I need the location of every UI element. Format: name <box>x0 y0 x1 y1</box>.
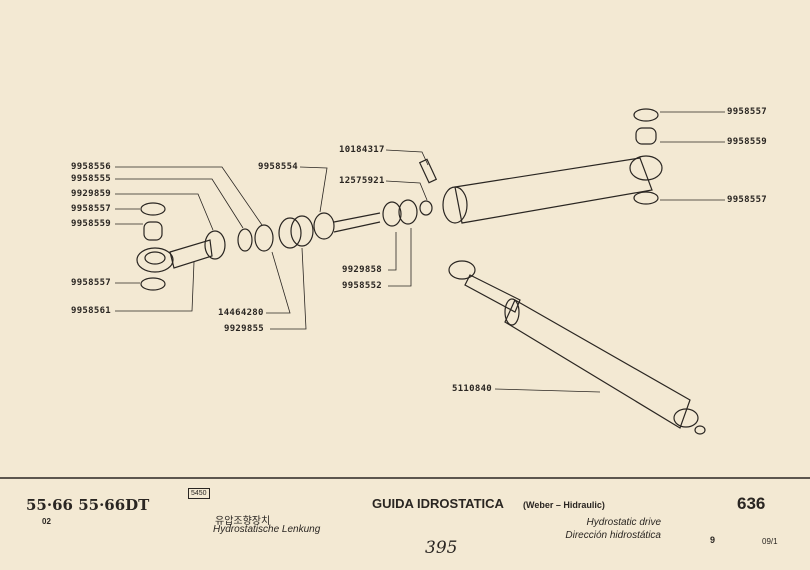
page-subtitle: (Weber – Hidraulic) <box>523 500 605 510</box>
model-names: 55·66 55·66DT <box>26 496 150 514</box>
issue-date: 09/1 <box>762 537 778 546</box>
part-number: 14464280 <box>218 308 264 318</box>
title-spanish: Dirección hidrostática <box>565 530 661 541</box>
part-number: 10184317 <box>339 145 385 155</box>
part-number: 12575921 <box>339 176 385 186</box>
title-english: Hydrostatic drive <box>586 517 661 528</box>
assembled-cylinder <box>448 260 706 435</box>
part-number: 9929855 <box>224 324 265 334</box>
part-number: 9958557 <box>727 107 768 117</box>
part-number: 9958557 <box>71 204 112 214</box>
part-number: 9958557 <box>727 195 768 205</box>
title-german: Hydrostatische Lenkung <box>213 524 321 535</box>
section-number: 9 <box>710 535 716 545</box>
part-number: 9958557 <box>71 278 112 288</box>
handwritten-number: 395 <box>425 538 458 558</box>
part-number: 9958559 <box>71 219 112 229</box>
part-number: 9958556 <box>71 162 112 172</box>
part-number: 9929859 <box>71 189 112 199</box>
model-code: 02 <box>42 517 51 526</box>
title-korean: 유압조향장치 <box>215 516 271 527</box>
leader-lines <box>115 111 725 393</box>
piston-rod-assembly <box>136 158 438 291</box>
page-number: 636 <box>737 494 766 513</box>
exploded-diagram <box>0 108 810 479</box>
part-number: 9958555 <box>71 174 112 184</box>
part-number: 5110840 <box>452 384 493 394</box>
page-title: GUIDA IDROSTATICA <box>372 496 504 511</box>
part-number: 9958552 <box>342 281 383 291</box>
part-number: 9958559 <box>727 137 768 147</box>
cylinder-barrel <box>442 108 663 224</box>
part-number: 9958561 <box>71 306 112 316</box>
group-code: 5450 <box>188 488 210 499</box>
part-number: 9958554 <box>258 162 299 172</box>
part-number: 9929858 <box>342 265 383 275</box>
